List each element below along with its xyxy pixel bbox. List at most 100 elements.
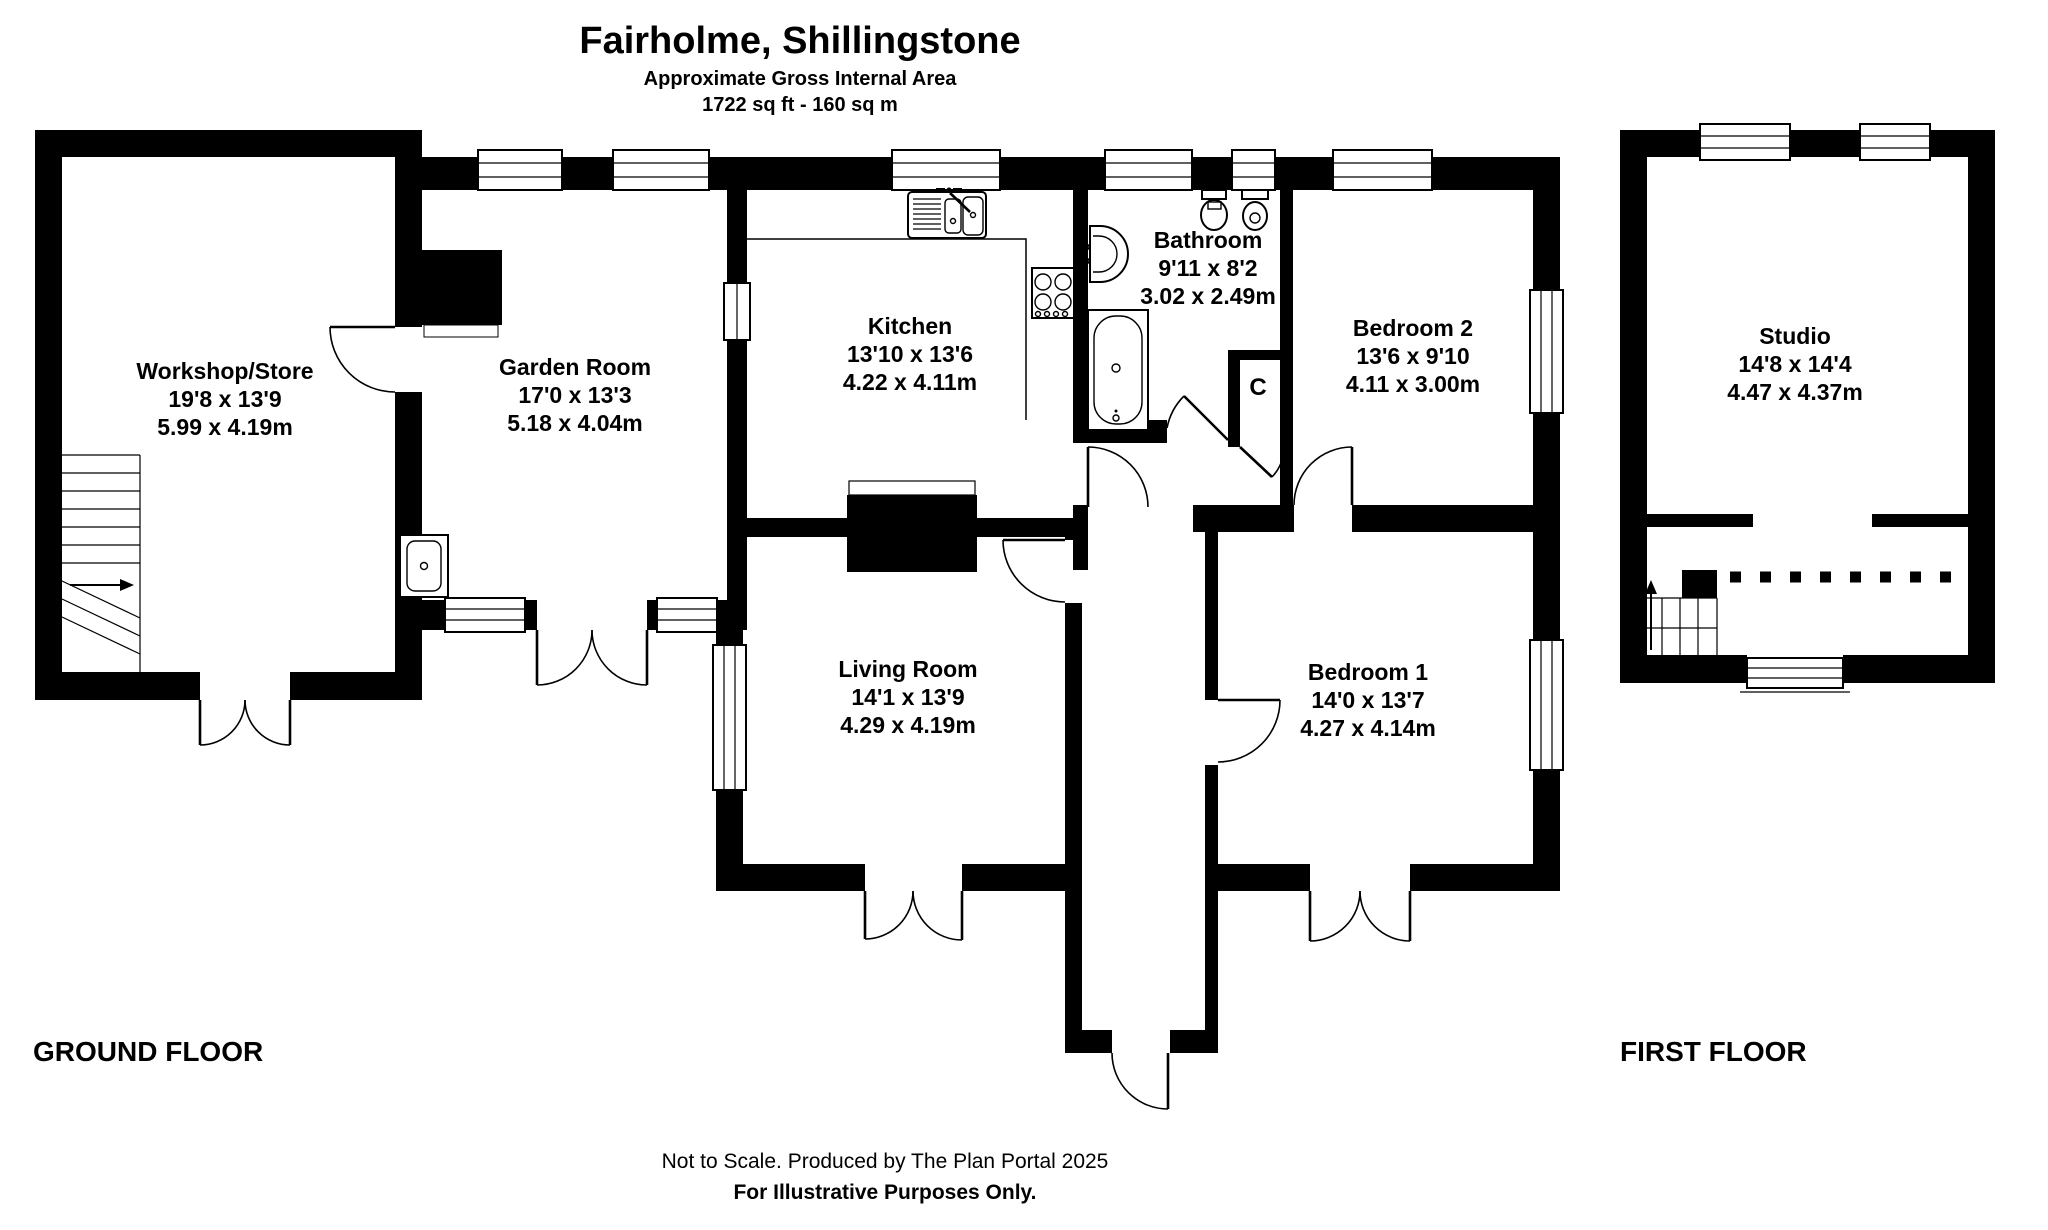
- bidet: [1200, 189, 1228, 231]
- wall: [1410, 864, 1560, 891]
- fireplace: [847, 495, 977, 572]
- wall: [1205, 765, 1218, 1053]
- hearth: [848, 480, 976, 496]
- window: [1859, 123, 1931, 161]
- window: [723, 282, 751, 341]
- wall: [1228, 350, 1240, 447]
- window: [1332, 149, 1433, 191]
- room-size-metric: 3.02 x 2.49m: [1140, 283, 1276, 309]
- tap: [953, 188, 962, 193]
- room-label-studio: Studio 14'8 x 14'4 4.47 x 4.37m: [1727, 322, 1863, 406]
- room-name: Bedroom 1: [1307, 659, 1429, 685]
- wall: [1228, 350, 1293, 360]
- room-name: Bathroom: [1153, 227, 1263, 253]
- door-cupboard: [1239, 446, 1285, 478]
- french-doors-living-room: [863, 890, 964, 941]
- wall: [1533, 157, 1560, 290]
- room-label-garden-room: Garden Room 17'0 x 13'3 5.18 x 4.04m: [499, 353, 651, 437]
- window: [1529, 639, 1564, 771]
- room-size-metric: 4.27 x 4.14m: [1300, 715, 1436, 741]
- wall: [1192, 157, 1232, 190]
- door-workshop-garden: [329, 325, 396, 393]
- ground-floor-walls: [35, 130, 1560, 1053]
- room-size-metric: 4.22 x 4.11m: [842, 369, 978, 395]
- hob: [1031, 267, 1075, 319]
- door-bedroom1: [1217, 698, 1281, 763]
- wall: [1073, 505, 1088, 570]
- wall: [395, 130, 422, 327]
- cupboard-label: C: [1249, 374, 1267, 401]
- toilet: [1241, 189, 1269, 231]
- window: [1231, 149, 1276, 191]
- room-label-bedroom2: Bedroom 2 13'6 x 9'10 4.11 x 3.00m: [1346, 314, 1480, 398]
- ground-floor-label: GROUND FLOOR: [33, 1036, 264, 1067]
- wall: [525, 600, 537, 630]
- room-size-imperial: 14'0 x 13'7: [1311, 687, 1425, 713]
- wall: [1170, 1030, 1218, 1053]
- kitchen-counter: [747, 238, 1027, 420]
- wall: [1790, 130, 1860, 157]
- wall: [35, 130, 62, 700]
- room-size-metric: 5.99 x 4.19m: [157, 414, 293, 440]
- room-size-imperial: 14'1 x 13'9: [851, 684, 965, 710]
- room-size-imperial: 9'11 x 8'2: [1158, 255, 1258, 281]
- window: [1740, 657, 1850, 693]
- room-label-bedroom1: Bedroom 1 14'0 x 13'7 4.27 x 4.14m: [1300, 658, 1436, 742]
- french-doors-garden-room: [535, 629, 649, 686]
- room-size-metric: 4.11 x 3.00m: [1345, 371, 1481, 397]
- room-size-imperial: 19'8 x 13'9: [168, 386, 282, 412]
- wall: [1073, 190, 1088, 443]
- room-size-metric: 4.29 x 4.19m: [840, 712, 976, 738]
- first-floor-label: FIRST FLOOR: [1620, 1036, 1807, 1067]
- page-title: Fairholme, Shillingstone: [579, 20, 1021, 62]
- wall: [1843, 655, 1995, 683]
- wall: [1620, 130, 1647, 683]
- door-kitchen-hall: [1086, 446, 1149, 508]
- wall: [1682, 570, 1717, 598]
- room-name: Garden Room: [498, 354, 652, 380]
- wall: [1352, 505, 1560, 532]
- door-workshop-external: [198, 699, 292, 746]
- wall: [35, 130, 422, 157]
- front-door: [1111, 1052, 1170, 1110]
- door-living-room: [1002, 538, 1066, 603]
- wall: [1533, 532, 1560, 640]
- room-name: Workshop/Store: [136, 358, 314, 384]
- room-name: Bedroom 2: [1352, 315, 1474, 341]
- wall: [727, 190, 747, 283]
- door-bedroom2: [1293, 446, 1354, 506]
- window: [477, 149, 563, 191]
- wall: [562, 157, 613, 190]
- window: [1104, 149, 1193, 191]
- window: [612, 149, 710, 191]
- footer-illustrative-note: For Illustrative Purposes Only.: [733, 1181, 1037, 1204]
- ground-floor-doors: [198, 325, 1412, 1110]
- wall: [1218, 864, 1310, 891]
- wall: [1028, 518, 1073, 537]
- window: [444, 597, 526, 633]
- tap: [936, 188, 945, 193]
- wall: [1533, 413, 1560, 532]
- wall: [1637, 514, 1753, 527]
- room-size-metric: 5.18 x 4.04m: [507, 410, 643, 436]
- wall: [1872, 514, 1968, 527]
- bathtub: [1087, 309, 1149, 431]
- chimney-breast: [422, 250, 502, 325]
- stairs-ground: [61, 454, 141, 672]
- wall: [1000, 157, 1105, 190]
- room-label-bathroom: Bathroom 9'11 x 8'2 3.02 x 2.49m: [1140, 226, 1276, 310]
- footer: Not to Scale. Produced by The Plan Porta…: [662, 1146, 1109, 1208]
- wall: [1280, 190, 1293, 505]
- wall: [1065, 603, 1082, 1053]
- wall: [709, 157, 892, 190]
- arrow-head-icon: [120, 579, 134, 591]
- wall: [716, 600, 743, 645]
- wall: [727, 340, 747, 600]
- wall: [1193, 505, 1294, 532]
- window: [1699, 123, 1791, 161]
- wall: [422, 157, 478, 190]
- footer-disclaimer: Not to Scale. Produced by The Plan Porta…: [661, 1150, 1109, 1173]
- room-label-kitchen: Kitchen 13'10 x 13'6 4.22 x 4.11m: [843, 312, 977, 396]
- hearth: [423, 324, 499, 338]
